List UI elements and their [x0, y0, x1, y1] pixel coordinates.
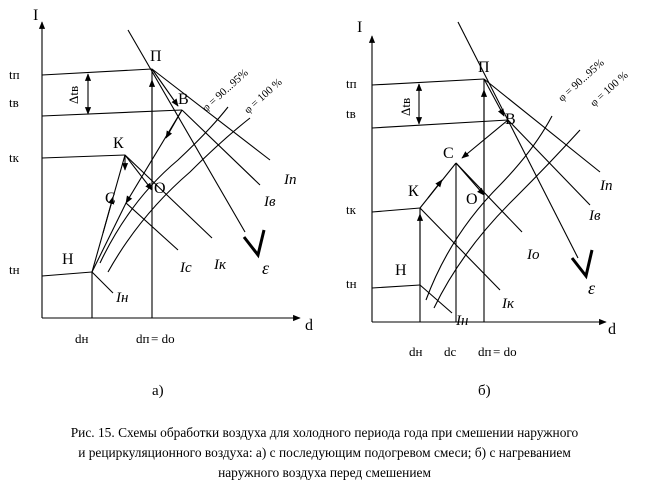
panel-b-isotherm-tp	[371, 78, 485, 86]
panel-a-epsilon-arrow	[242, 229, 266, 259]
panel-b-label-dt: Δtв	[398, 98, 413, 116]
panel-a-isotherm-tp	[41, 68, 153, 76]
panel-a-label-phi-100: φ = 100 %	[242, 76, 285, 116]
panel-b-label-ds: dс	[444, 344, 457, 359]
panel-b-label: б)	[478, 383, 491, 399]
panel-a-label-epsilon: ε	[262, 258, 270, 278]
panel-b-label-deq: = dо	[493, 344, 517, 359]
caption-line-2: и рециркуляционного воздуха: а) с послед…	[78, 445, 571, 460]
panel-a-axis-d-label: d	[305, 317, 313, 334]
panel-b-point-v: В	[505, 111, 516, 128]
panel-b-point-p: П	[478, 59, 490, 76]
panel-a-enthalpy-ik	[124, 154, 213, 239]
panel-b-point-n: Н	[395, 262, 407, 279]
panel-a-label-tv: tв	[9, 95, 19, 110]
panel-b-label-iv: Iв	[588, 208, 601, 224]
panel-a-label-tn: tн	[9, 262, 20, 277]
panel-b-isotherm-tk	[371, 207, 421, 213]
panel-a-point-v: В	[178, 91, 189, 108]
panel-b-line-p-v	[483, 78, 505, 117]
panel-a-line-p-v	[151, 68, 179, 107]
panel-a-epsilon-ray	[127, 29, 246, 233]
panel-b-label-tp: tп	[346, 76, 357, 91]
panel-a-label-deq: = dо	[151, 331, 175, 346]
panel-b-curve-phi-90-95	[425, 115, 553, 301]
panel-b-label-tv: tв	[346, 106, 356, 121]
panel-b	[368, 21, 607, 326]
panel-b-curve-phi-100	[433, 129, 581, 309]
panel-a-enthalpy-in	[91, 271, 114, 294]
panel-b-line-v-s	[461, 119, 509, 159]
panel-a-line-k-o	[124, 154, 153, 191]
panel-b-label-ik: Iк	[501, 296, 515, 312]
panel-a-enthalpy-iv	[181, 109, 261, 186]
panel-b-enthalpy-in	[419, 284, 453, 314]
panel-b-enthalpy-ip	[483, 78, 601, 173]
panel-b-axis-d-label: d	[608, 321, 616, 338]
panel-a-enthalpy-ip	[151, 68, 271, 161]
panel-a-curve-phi-100	[107, 117, 251, 273]
panel-a-label-dt: Δtв	[66, 86, 81, 104]
panel-b-label-dp: dп	[478, 344, 492, 359]
panel-a-arrow-n-k	[102, 196, 115, 234]
panel-a-label-ip: Iп	[283, 172, 297, 188]
panel-a-label-dp: dп	[136, 331, 150, 346]
panel-a-line-s-n	[91, 202, 127, 273]
panel-b-label-epsilon: ε	[588, 278, 596, 298]
panel-a-label-in: Iн	[115, 290, 128, 306]
panel-a-point-o: О	[154, 180, 166, 197]
panel-a-point-n: Н	[62, 251, 74, 268]
panel-b-epsilon-arrow	[570, 249, 594, 280]
caption-line-1: Рис. 15. Схемы обработки воздуха для хол…	[70, 425, 579, 440]
figure-caption: Рис. 15. Схемы обработки воздуха для хол…	[10, 423, 639, 483]
panel-a-label-ik: Iк	[213, 257, 227, 273]
panel-b-epsilon-ray	[457, 21, 579, 259]
panel-a-label-dn: dн	[75, 331, 89, 346]
panel-a-isotherm-tn	[41, 271, 93, 277]
panel-b-label-in: Iн	[455, 313, 468, 329]
panel-a-label-is: Iс	[179, 260, 192, 276]
panel-a-label: а)	[152, 383, 164, 399]
panel-b-arrow-k-s	[427, 179, 443, 199]
panel-b-isotherm-tv	[371, 119, 509, 129]
panel-b-point-k: К	[408, 183, 419, 200]
panel-a-curve-phi-90-95	[99, 106, 229, 264]
panel-b-isotherm-tn	[371, 284, 421, 289]
panel-b-enthalpy-io	[455, 162, 523, 233]
panel-b-label-dn: dн	[409, 344, 423, 359]
panel-a-line-v-arrow	[165, 109, 183, 139]
panel-a-isotherm-tv	[41, 109, 183, 117]
panel-b-label-tk: tк	[346, 202, 357, 217]
panel-a-label-iv: Iв	[263, 194, 276, 210]
panel-b-label-tn: tн	[346, 276, 357, 291]
panel-a-label-tp: tп	[9, 67, 20, 82]
panel-b-labels: I d tп tв tк tн Δtв П В С К О Н dн dс dп…	[346, 19, 631, 399]
panel-a-label-tk: tк	[9, 150, 20, 165]
panel-a-axis-i-label: I	[33, 7, 38, 24]
panel-a	[38, 21, 301, 322]
panel-a-point-k: К	[113, 135, 124, 152]
panel-a-point-s: С	[105, 190, 116, 207]
panel-a-enthalpy-is	[125, 202, 179, 251]
panel-a-point-p: П	[150, 48, 162, 65]
panel-a-isotherm-tk	[41, 154, 126, 159]
panel-b-enthalpy-ik	[419, 207, 501, 291]
panel-b-point-o: О	[466, 191, 478, 208]
panel-b-label-io: Iо	[526, 247, 540, 263]
panel-b-label-ip: Iп	[599, 178, 613, 194]
panel-b-axis-i-label: I	[357, 19, 362, 36]
panel-a-labels: I d tп tв tк tн Δtв П В К С О Н dн dп = …	[9, 7, 313, 399]
caption-line-3: наружного воздуха перед смешением	[218, 465, 431, 480]
panel-b-point-s: С	[443, 145, 454, 162]
